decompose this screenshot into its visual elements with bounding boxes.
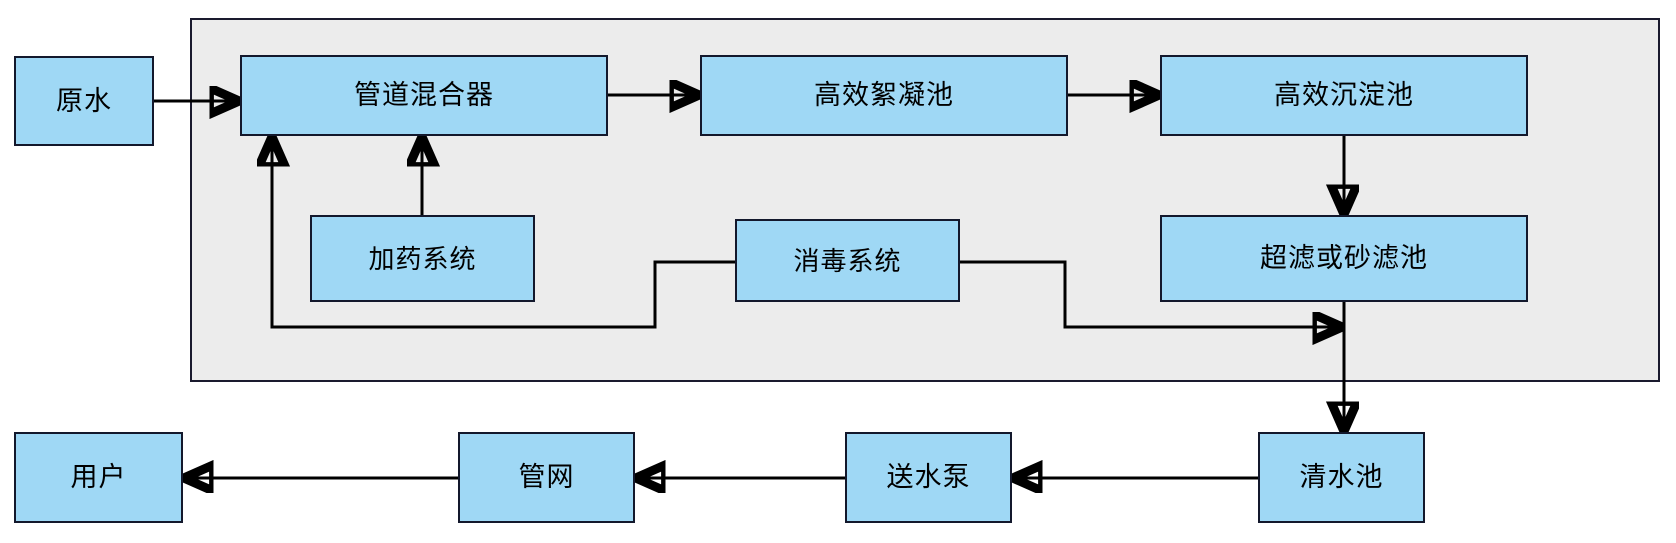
- node-flocculation-tank[interactable]: 高效絮凝池: [700, 55, 1068, 136]
- node-pipe-mixer[interactable]: 管道混合器: [240, 55, 608, 136]
- node-clear-water-tank-label: 清水池: [1299, 462, 1384, 492]
- node-pipe-mixer-label: 管道混合器: [354, 80, 494, 110]
- node-dosing-system-label: 加药系统: [368, 243, 477, 274]
- node-pipe-network-label: 管网: [518, 462, 575, 492]
- node-raw-water[interactable]: 原水: [14, 56, 154, 146]
- node-raw-water-label: 原水: [56, 85, 112, 116]
- node-water-pump-label: 送水泵: [886, 462, 971, 492]
- node-dosing-system[interactable]: 加药系统: [310, 215, 535, 302]
- node-user[interactable]: 用户: [14, 432, 183, 523]
- node-clear-water-tank[interactable]: 清水池: [1258, 432, 1425, 523]
- node-filtration-tank[interactable]: 超滤或砂滤池: [1160, 215, 1528, 302]
- node-flocculation-tank-label: 高效絮凝池: [814, 80, 954, 110]
- node-disinfection-system-label: 消毒系统: [793, 245, 902, 276]
- node-water-pump[interactable]: 送水泵: [845, 432, 1012, 523]
- node-pipe-network[interactable]: 管网: [458, 432, 635, 523]
- node-user-label: 用户: [70, 462, 127, 492]
- node-sedimentation-tank[interactable]: 高效沉淀池: [1160, 55, 1528, 136]
- node-filtration-tank-label: 超滤或砂滤池: [1260, 243, 1428, 273]
- node-sedimentation-tank-label: 高效沉淀池: [1274, 80, 1414, 110]
- node-disinfection-system[interactable]: 消毒系统: [735, 219, 960, 302]
